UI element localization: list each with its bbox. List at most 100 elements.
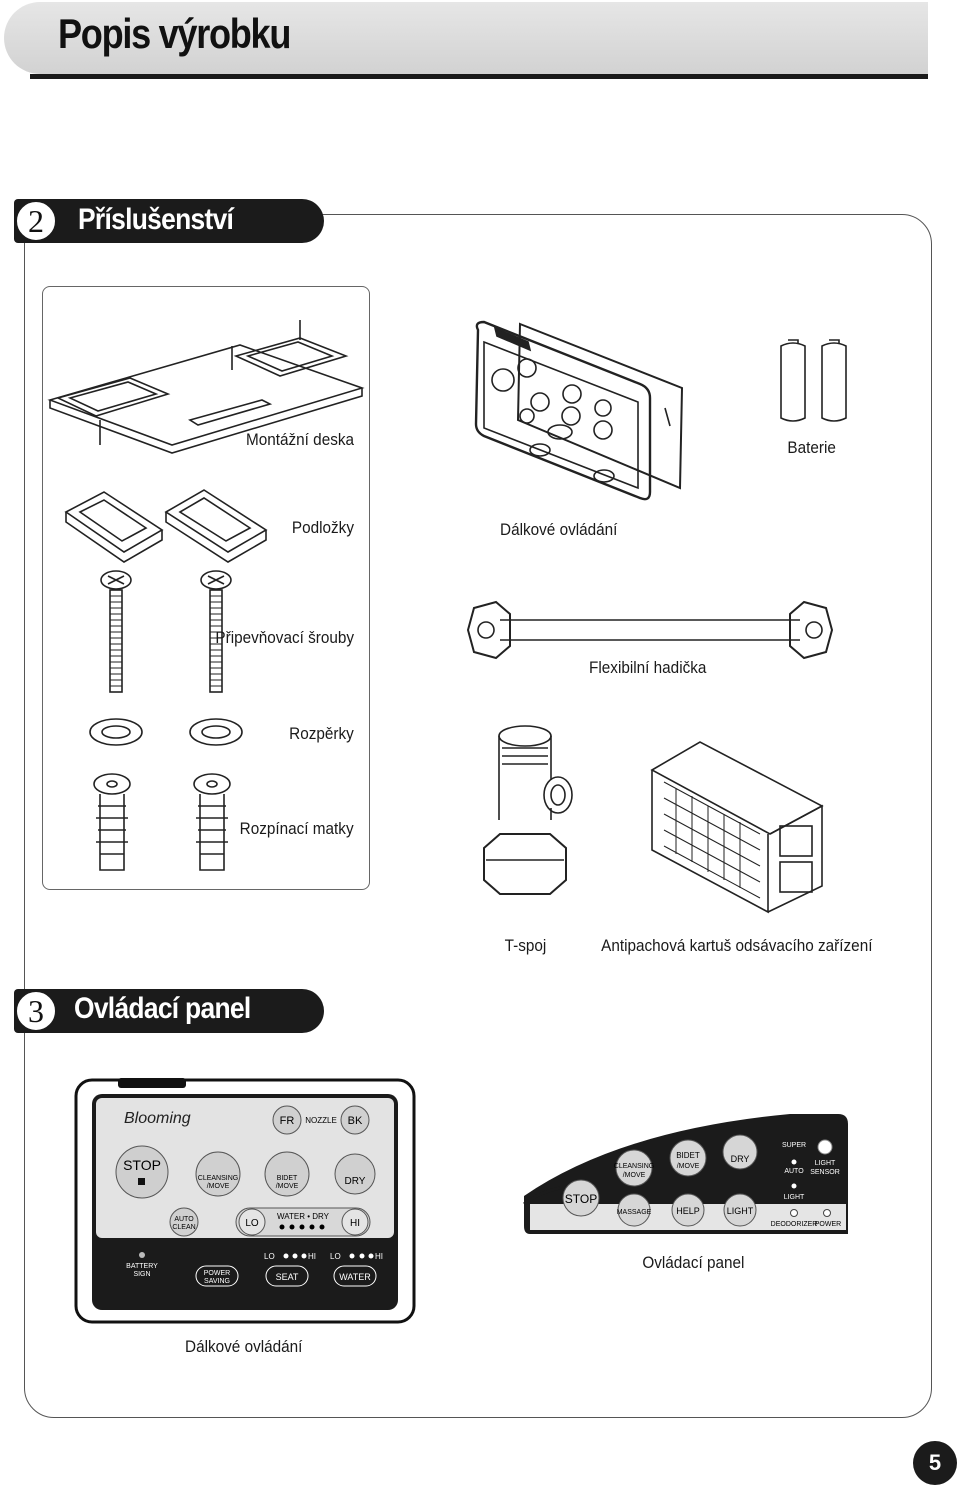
panel-light-button[interactable]: LIGHT	[723, 1193, 757, 1227]
brand-logo: Blooming	[124, 1110, 191, 1127]
batteries-illustration	[780, 339, 847, 422]
bolts-illustration	[100, 570, 232, 693]
water-dry-level	[279, 1224, 325, 1230]
battery-sign-label: BATTERY	[126, 1263, 158, 1270]
svg-text:AUTO: AUTO	[174, 1216, 194, 1223]
svg-text:LIGHT: LIGHT	[727, 1206, 754, 1216]
seat-lo-label: LO	[264, 1252, 275, 1261]
control-panel: STOP CLEANSING /MOVE BIDET /MOVE DRY SUP…	[523, 1114, 848, 1234]
section-3-number: 3	[14, 989, 58, 1033]
stop-button[interactable]: STOP	[115, 1145, 169, 1199]
panel-massage-button[interactable]: MASSAGE	[617, 1193, 652, 1227]
pads-illustration	[64, 489, 268, 563]
section-3-bar	[14, 989, 324, 1033]
label-pads: Podložky	[291, 518, 354, 537]
svg-text:POWER: POWER	[204, 1270, 230, 1277]
svg-text:/MOVE: /MOVE	[623, 1172, 646, 1179]
label-tee: T-spoj	[504, 936, 546, 955]
page-title: Popis výrobku	[58, 10, 291, 57]
svg-text:/MOVE: /MOVE	[276, 1183, 299, 1190]
title-bar	[4, 2, 928, 74]
seat-button[interactable]: SEAT	[265, 1265, 309, 1287]
water-dry-label: WATER • DRY	[277, 1212, 330, 1221]
svg-text:STOP: STOP	[123, 1157, 161, 1173]
super-label: SUPER	[782, 1142, 806, 1149]
title-rule	[30, 74, 928, 79]
svg-text:FR: FR	[280, 1115, 295, 1127]
svg-text:/MOVE: /MOVE	[207, 1183, 230, 1190]
light-sensor-label: LIGHT	[815, 1160, 836, 1167]
svg-text:SIGN: SIGN	[133, 1271, 150, 1278]
panel-stop-button[interactable]: STOP	[562, 1179, 600, 1217]
svg-text:CLEAN: CLEAN	[172, 1224, 195, 1231]
label-hose: Flexibilní hadička	[588, 658, 706, 677]
expansion-nuts-illustration	[93, 773, 231, 871]
svg-text:HELP: HELP	[676, 1206, 700, 1216]
hose-illustration	[466, 600, 834, 660]
svg-text:STOP: STOP	[565, 1192, 597, 1206]
power-saving-button[interactable]: POWER SAVING	[195, 1265, 239, 1287]
svg-text:LO: LO	[245, 1218, 259, 1229]
mounting-kit-box	[42, 286, 370, 890]
section-2-bar	[14, 199, 324, 243]
spacers-illustration	[89, 718, 243, 746]
label-nuts: Rozpínací matky	[240, 819, 354, 838]
dry-button[interactable]: DRY	[334, 1153, 376, 1195]
water-hi-label: HI	[375, 1252, 383, 1261]
panel-bidet-button[interactable]: BIDET /MOVE	[669, 1139, 707, 1177]
deodorizer-label: DEODORIZER	[771, 1221, 818, 1228]
water-lo-label: LO	[330, 1252, 341, 1261]
bidet-button[interactable]: BIDET /MOVE	[264, 1151, 310, 1197]
light-label: LIGHT	[784, 1194, 805, 1201]
remote-illustration	[474, 320, 684, 501]
fr-button[interactable]: FR	[272, 1105, 302, 1135]
light-sensor	[817, 1139, 833, 1155]
power-label: POWER	[815, 1221, 841, 1228]
svg-text:BIDET: BIDET	[277, 1175, 298, 1182]
bk-button[interactable]: BK	[340, 1105, 370, 1135]
panel-help-button[interactable]: HELP	[671, 1193, 705, 1227]
section-3-title: Ovládací panel	[74, 992, 251, 1025]
auto-clean-button[interactable]: AUTO CLEAN	[169, 1207, 199, 1237]
seat-hi-label: HI	[308, 1252, 316, 1261]
lo-button[interactable]: LO	[238, 1208, 266, 1236]
svg-text:CLEANSING: CLEANSING	[614, 1163, 654, 1170]
accessory-illustrations	[47, 320, 847, 914]
caption-remote: Dálkové ovládání	[184, 1337, 302, 1356]
svg-text:DRY: DRY	[345, 1176, 366, 1187]
filter-illustration	[650, 741, 824, 914]
svg-text:CLEANSING: CLEANSING	[198, 1175, 238, 1182]
label-bolts: Připevňovací šrouby	[215, 628, 354, 647]
nozzle-label: NOZZLE	[305, 1116, 337, 1125]
t-piece-illustration	[483, 725, 573, 895]
label-remote: Dálkové ovládání	[499, 520, 617, 539]
panel-dry-button[interactable]: DRY	[722, 1134, 758, 1170]
section-2-title: Příslušenství	[78, 203, 234, 236]
svg-text:/MOVE: /MOVE	[677, 1163, 700, 1170]
hi-button[interactable]: HI	[341, 1208, 369, 1236]
svg-text:MASSAGE: MASSAGE	[617, 1209, 652, 1216]
auto-label: AUTO	[784, 1168, 804, 1175]
label-spacers: Rozpěrky	[289, 724, 354, 743]
caption-control-panel: Ovládací panel	[641, 1253, 744, 1272]
content-frame	[24, 214, 932, 1418]
label-batteries: Baterie	[787, 438, 836, 457]
section-2-number: 2	[14, 199, 58, 243]
bolt-threads	[110, 595, 222, 687]
svg-text:HI: HI	[350, 1218, 360, 1229]
svg-text:DRY: DRY	[731, 1154, 750, 1164]
svg-text:SENSOR: SENSOR	[810, 1169, 840, 1176]
svg-text:SAVING: SAVING	[204, 1278, 230, 1285]
remote-panel: Blooming FR NOZZLE BK STOP CLEANSING /MO…	[74, 1078, 416, 1324]
mounting-plate-illustration	[47, 320, 365, 454]
water-button[interactable]: WATER	[333, 1265, 377, 1287]
svg-text:WATER: WATER	[339, 1272, 371, 1282]
label-filter: Antipachová kartuš odsávacího zařízení	[600, 936, 872, 955]
label-mounting-plate: Montážní deska	[245, 430, 354, 449]
svg-text:BK: BK	[348, 1115, 363, 1127]
cleansing-button[interactable]: CLEANSING /MOVE	[195, 1151, 241, 1197]
svg-text:SEAT: SEAT	[276, 1272, 299, 1282]
page-number: 5	[913, 1441, 957, 1485]
panel-cleansing-button[interactable]: CLEANSING /MOVE	[614, 1149, 654, 1187]
svg-text:BIDET: BIDET	[676, 1151, 700, 1160]
